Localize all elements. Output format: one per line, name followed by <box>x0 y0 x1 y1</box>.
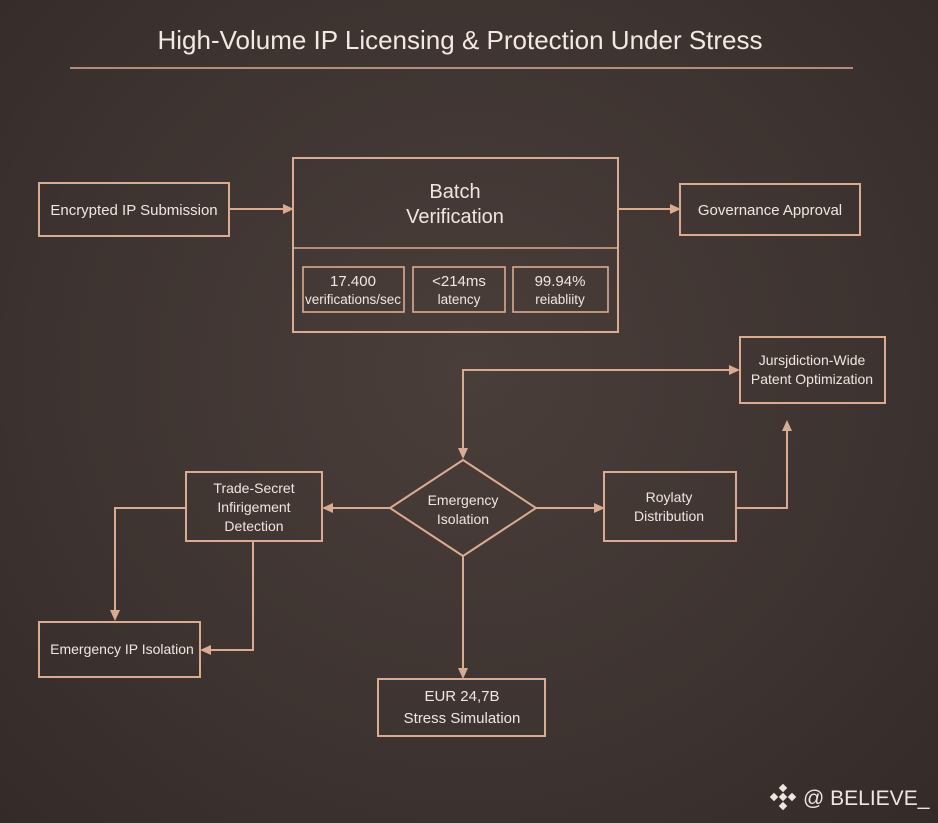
arrow-trade-secret-to-isolation-left <box>110 507 186 621</box>
node-label: Batch <box>429 181 480 203</box>
node-trade-secret-detection: Trade-Secret Infirigement Detection <box>185 471 323 542</box>
node-label: Detection <box>224 518 283 534</box>
node-label: Emergency IP Isolation <box>50 641 194 657</box>
metric-throughput: 17.400 verifications/sec <box>302 266 405 313</box>
node-label: EUR 24,7B <box>424 688 499 705</box>
node-label: Verification <box>406 206 504 228</box>
node-label: Infirigement <box>217 499 290 515</box>
binance-logo-icon <box>769 783 797 811</box>
connector-decision-jurisdiction <box>458 365 740 459</box>
metric-reliability: 99.94% reiabliity <box>512 266 609 313</box>
node-label: Stress Simulation <box>404 710 521 727</box>
arrow-trade-secret-to-isolation-right <box>200 541 254 655</box>
metric-latency: <214ms latency <box>412 266 506 313</box>
watermark: @ BELIEVE_ <box>769 783 930 811</box>
arrow-submission-to-batch <box>229 204 294 214</box>
metric-value: <214ms <box>432 273 486 290</box>
node-label: Jursjdiction-Wide <box>759 352 866 368</box>
node-label: Governance Approval <box>698 202 842 219</box>
arrow-royalty-to-jurisdiction <box>736 420 792 509</box>
metric-label: verifications/sec <box>305 292 401 307</box>
node-label: Isolation <box>437 511 489 527</box>
node-label: Patent Optimization <box>751 371 873 387</box>
arrow-decision-to-trade-secret <box>322 503 390 513</box>
node-jurisdiction-patent-optimization: Jursjdiction-Wide Patent Optimization <box>739 336 886 404</box>
node-emergency-ip-isolation: Emergency IP Isolation <box>38 621 201 678</box>
node-royalty-distribution: Roylaty Distribution <box>603 471 737 542</box>
node-label: Encrypted IP Submission <box>50 202 217 219</box>
node-stress-simulation: EUR 24,7B Stress Simulation <box>377 678 546 737</box>
diagram-title: High-Volume IP Licensing & Protection Un… <box>157 25 762 55</box>
node-label: Distribution <box>634 508 704 524</box>
node-label: Trade-Secret <box>213 480 294 496</box>
metric-value: 17.400 <box>330 273 376 290</box>
arrow-batch-to-governance <box>618 204 681 214</box>
node-label: Roylaty <box>646 489 693 505</box>
watermark-text: @ BELIEVE_ <box>803 787 930 810</box>
arrow-decision-to-stress <box>458 556 468 679</box>
node-encrypted-ip-submission: Encrypted IP Submission <box>38 182 230 237</box>
metric-label: latency <box>438 292 481 307</box>
metric-value: 99.94% <box>535 273 586 290</box>
node-label: Emergency <box>428 492 499 508</box>
arrow-decision-to-royalty <box>536 503 605 513</box>
decision-emergency-isolation: Emergency Isolation <box>388 458 538 558</box>
node-governance-approval: Governance Approval <box>679 183 861 236</box>
metric-label: reiabliity <box>535 292 585 307</box>
node-batch-verification: Batch Verification <box>292 157 619 333</box>
